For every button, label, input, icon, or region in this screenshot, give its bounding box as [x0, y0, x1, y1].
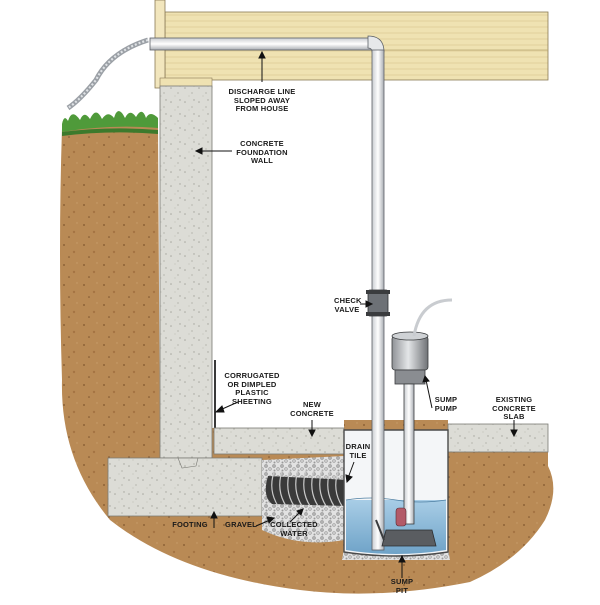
label-plastic-sheeting: CORRUGATED OR DIMPLED PLASTIC SHEETING — [224, 371, 280, 406]
label-discharge-line: DISCHARGE LINE SLOPED AWAY FROM HOUSE — [228, 87, 296, 113]
leader-arrows — [194, 50, 518, 578]
label-drain-tile: DRAIN TILE — [345, 442, 371, 460]
label-foundation-wall: CONCRETE FOUNDATION WALL — [236, 139, 288, 165]
label-collected-water: COLLECTED WATER — [270, 520, 318, 538]
foundation-wall — [159, 85, 213, 459]
label-new-concrete: NEW CONCRETE — [290, 400, 334, 418]
existing-slab — [447, 423, 549, 453]
footing — [107, 457, 263, 517]
new-concrete — [213, 427, 345, 455]
grass — [62, 111, 158, 136]
label-footing: FOOTING — [172, 520, 208, 529]
label-existing-slab: EXISTING CONCRETE SLAB — [492, 395, 536, 421]
label-gravel: GRAVEL — [225, 520, 257, 529]
label-sump-pump: SUMP PUMP — [434, 395, 458, 413]
sump-pump — [375, 298, 453, 547]
label-sump-pit: SUMP PIT — [390, 577, 414, 595]
label-check-valve: CHECK VALVE — [334, 296, 362, 314]
